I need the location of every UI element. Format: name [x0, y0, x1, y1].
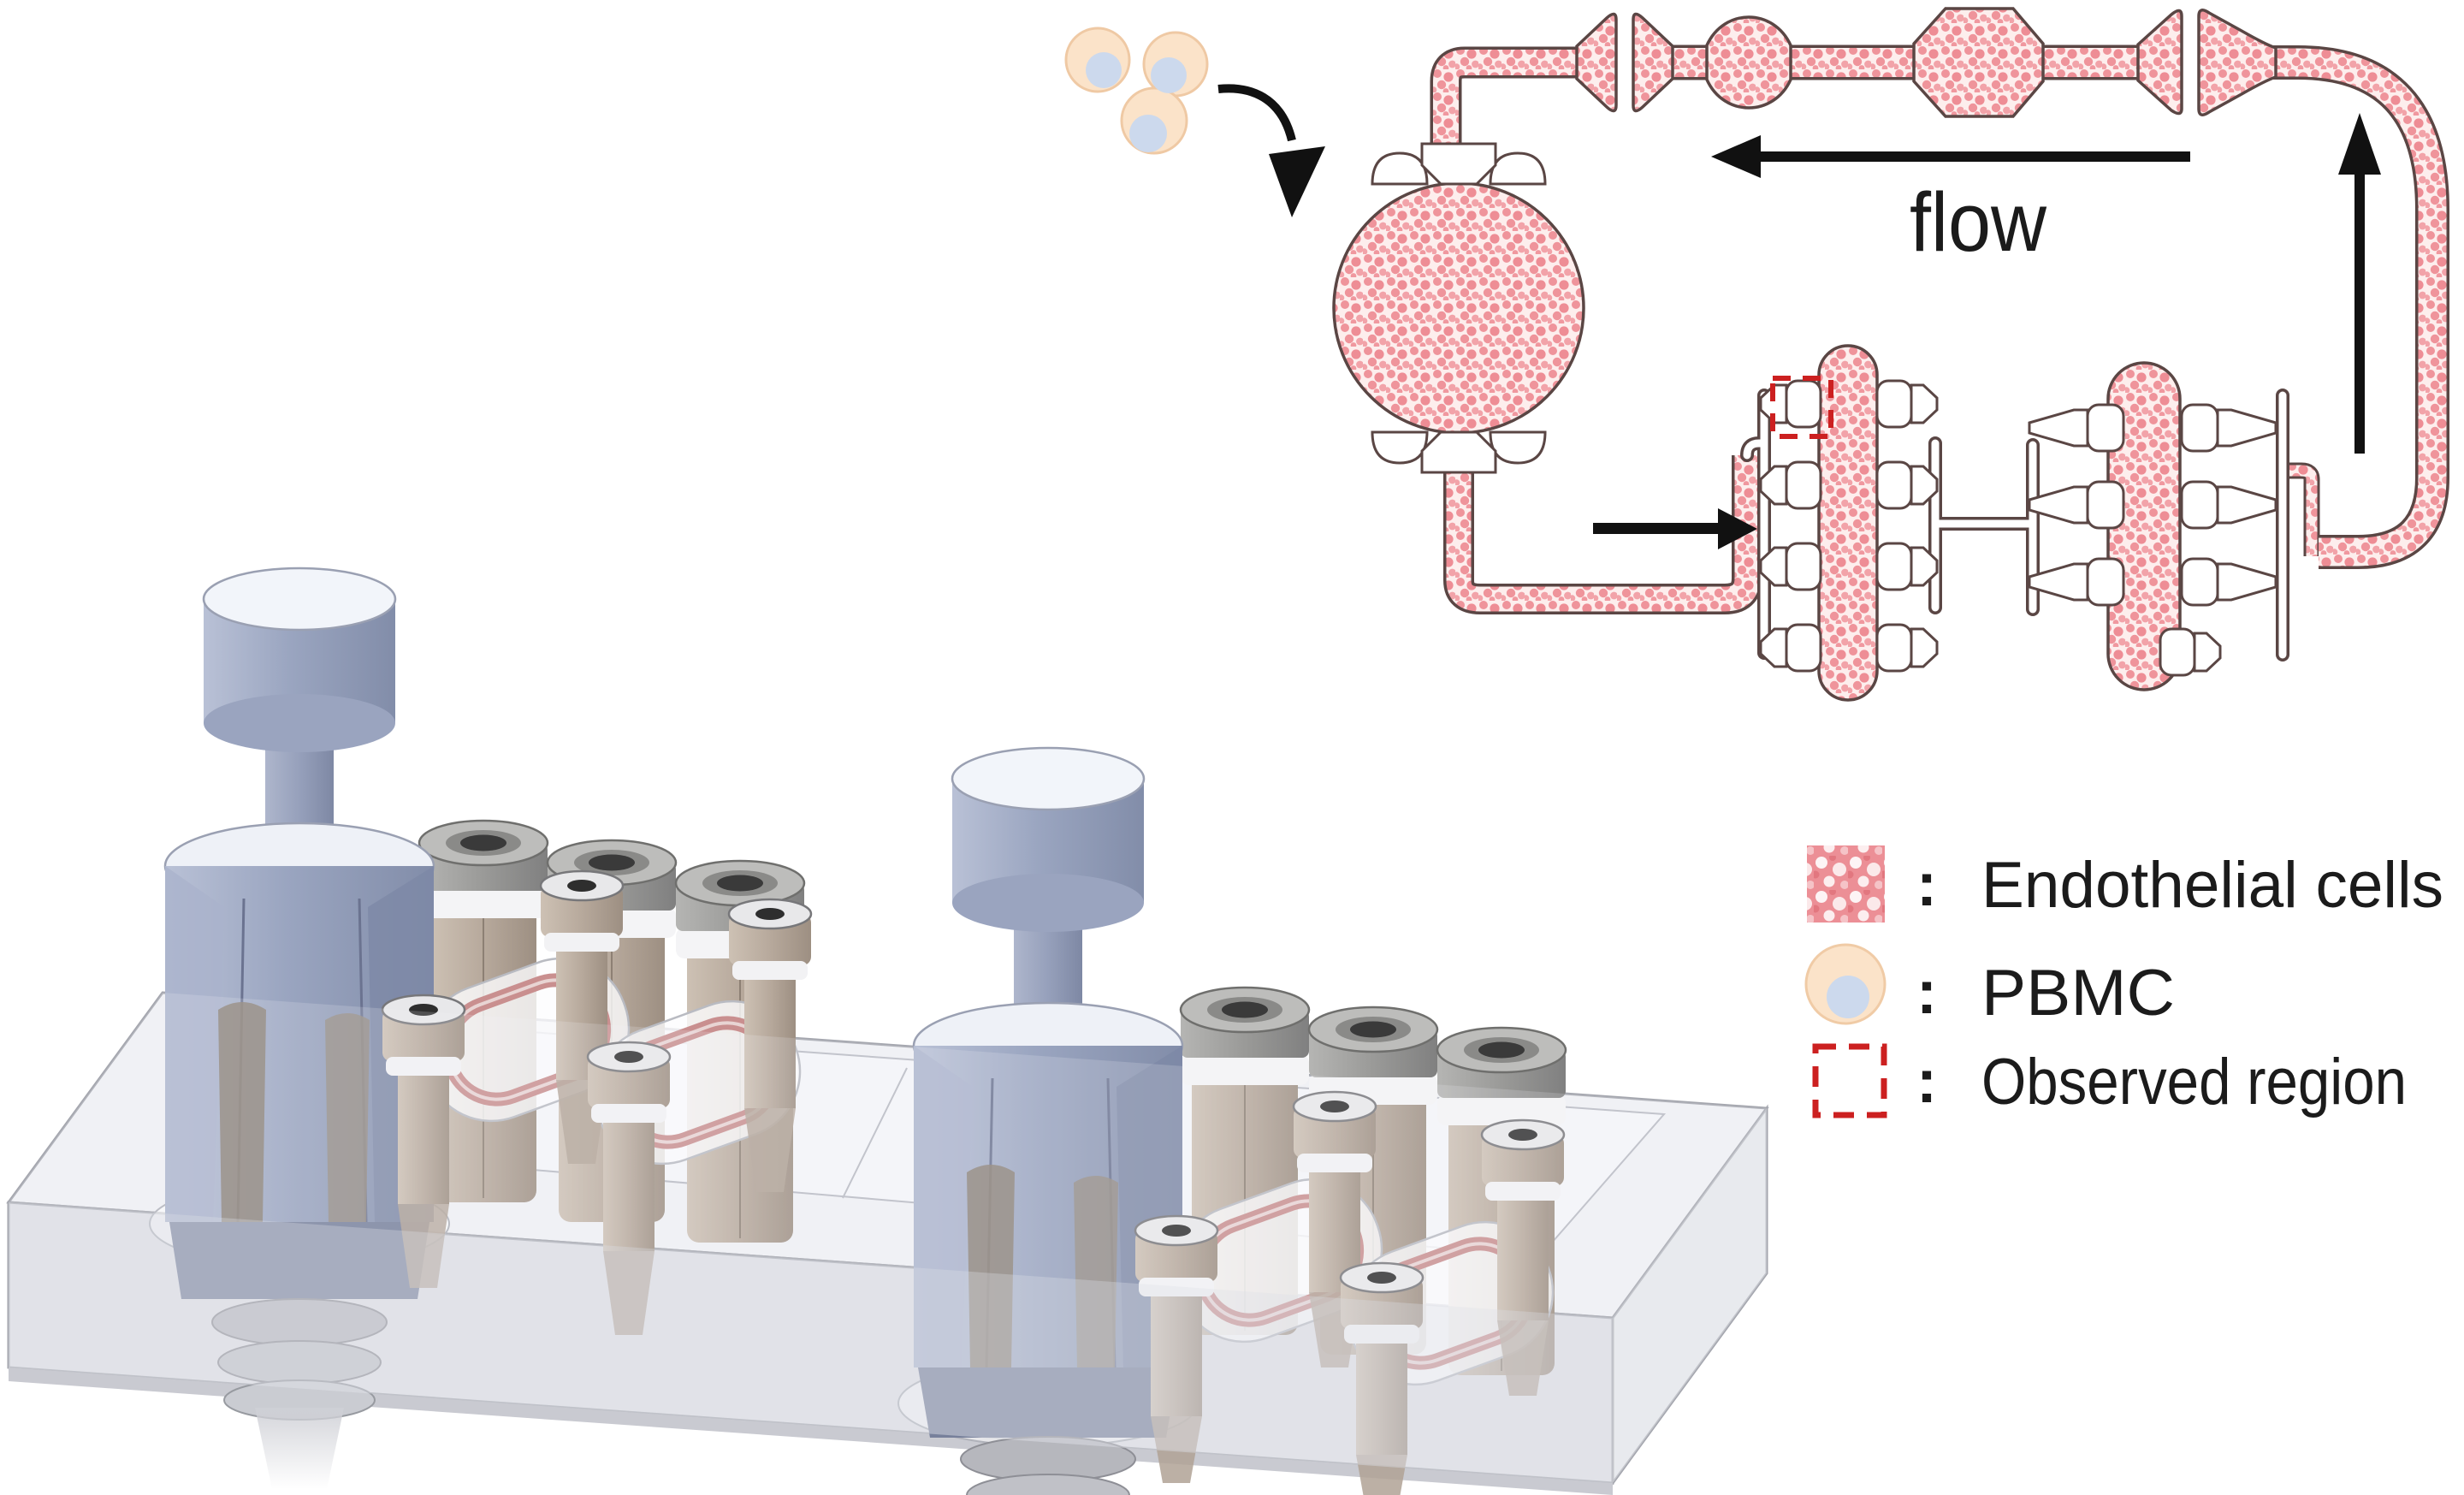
legend-observed-box: [1812, 1043, 1887, 1118]
legend-separator: :: [1916, 958, 1937, 1027]
reservoir-chamber: [1332, 181, 1585, 435]
legend-separator: :: [1916, 1047, 1937, 1116]
knob-window: [218, 1002, 266, 1222]
device-3d-render: [6, 567, 1769, 1495]
inlet-arrow: [1593, 508, 1757, 549]
flow-label: flow: [1910, 175, 2047, 269]
top-channel-chambers: [1575, 7, 2277, 118]
knob-plunger-left: [149, 567, 450, 1489]
pbmc-inject-arrow: [1217, 84, 1325, 217]
legend-item-endothelial: : Endothelial cells: [1807, 845, 2443, 923]
screw-and-channel-group-left: [381, 869, 813, 1335]
left-chamber-column: [1759, 344, 1939, 702]
slab-glass-overlay: [9, 993, 1767, 1483]
schematic-diagram: flow: [1064, 7, 2449, 702]
legend-label-endothelial: Endothelial cells: [1981, 849, 2443, 922]
legend-item-pbmc: : PBMC: [1804, 943, 2175, 1029]
return-loop-channel: [2266, 48, 2447, 567]
legend-pbmc-nucleus: [1827, 976, 1869, 1018]
flow-arrow: [1711, 135, 2190, 178]
legend-swatch-endothelial: [1807, 845, 1885, 923]
legend-item-observed: : Observed region: [1812, 1043, 2407, 1118]
knob-plunger-right: [897, 746, 1199, 1495]
legend-separator: :: [1916, 851, 1937, 919]
reservoir-valves: [1371, 142, 1547, 474]
schematic-arrows: [1217, 84, 2381, 549]
legend-label-pbmc: PBMC: [1981, 957, 2175, 1029]
legend: : Endothelial cells : PBMC : Observed re…: [1804, 845, 2443, 1118]
up-arrow: [2338, 113, 2381, 454]
pbmc-cells: [1064, 27, 1209, 155]
legend-label-observed: Observed region: [1981, 1046, 2407, 1118]
knob-cap-top: [202, 567, 397, 632]
reservoir-top-pipe: [1433, 50, 1578, 147]
fitting-bore-hole: [460, 834, 506, 851]
screw-and-channel-group-right: [1134, 1090, 1566, 1495]
inlet-channel: [1446, 455, 1760, 612]
pbmc-nucleus: [1086, 52, 1122, 88]
right-chamber-column: [2028, 361, 2277, 691]
